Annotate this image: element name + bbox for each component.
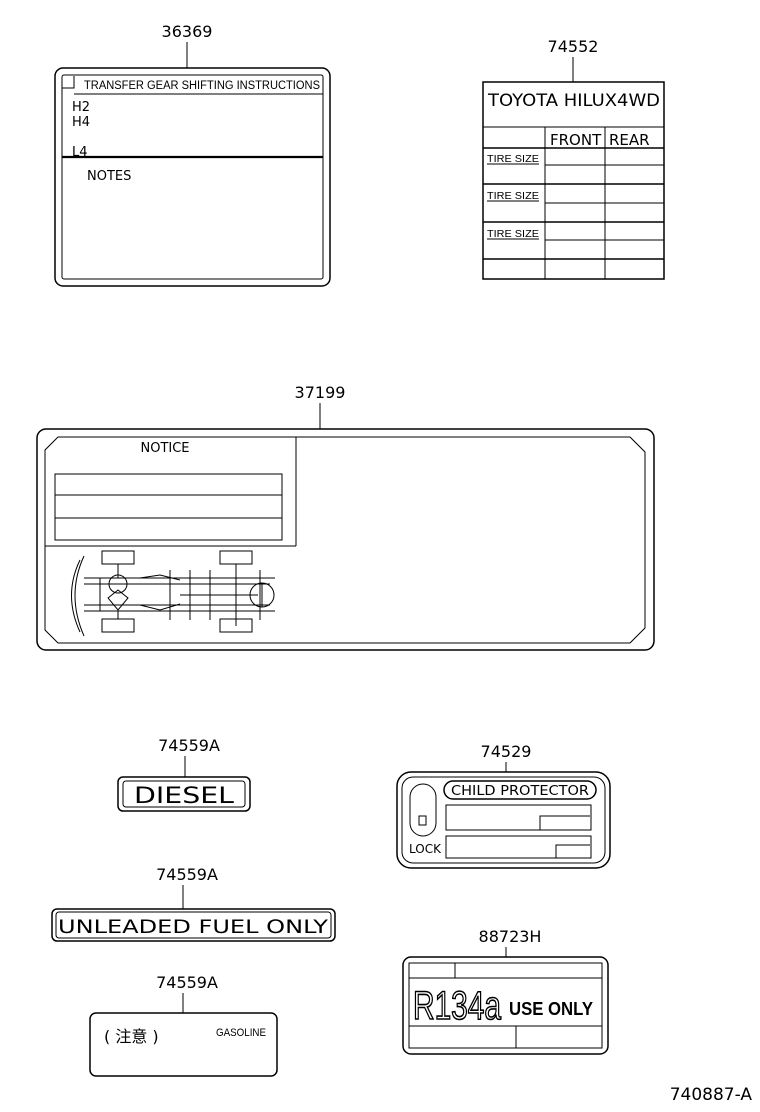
gasoline-text: GASOLINE (216, 1027, 266, 1039)
tire-size-label-2: TIRE SIZE (487, 191, 539, 202)
r134a-label-outer (402, 956, 609, 1055)
unleaded-label: 74559A UNLEADED FUEL ONLY (51, 865, 336, 942)
front-bumper-inner (71, 559, 81, 633)
transfer-part-number: 36369 (162, 22, 213, 41)
gasoline-part-number: 74559A (156, 973, 218, 992)
unleaded-label-inner (55, 911, 332, 939)
tire-size-label-1: TIRE SIZE (487, 154, 539, 165)
gasoline-caution: ( 注意 ) (104, 1027, 159, 1046)
child-lock-knob (418, 815, 427, 826)
diesel-label: 74559A DIESEL (117, 736, 251, 812)
tire-front-header: FRONT (550, 131, 602, 149)
transfer-case-top (139, 574, 181, 581)
notice-label: 37199 NOTICE (36, 383, 655, 651)
notice-text-box (54, 473, 283, 541)
child-text-box-1 (445, 804, 592, 831)
unleaded-label-outer (51, 908, 336, 942)
child-lock-switch (409, 783, 437, 837)
transfer-h2: H2 (72, 100, 90, 115)
front-right-wheel (101, 618, 135, 633)
child-label-inner (401, 776, 606, 864)
tire-size-label-3: TIRE SIZE (487, 229, 539, 240)
front-left-wheel (101, 550, 135, 565)
r134a-big-text: R134a (413, 984, 502, 1028)
front-axle-joint (107, 589, 129, 611)
child-title-pill (443, 780, 597, 800)
unleaded-text: UNLEADED FUEL ONLY (58, 916, 328, 938)
transfer-label: 36369 TRANSFER GEAR SHIFTING INSTRUCTION… (54, 22, 331, 287)
transfer-title: TRANSFER GEAR SHIFTING INSTRUCTIONS (84, 80, 320, 92)
rear-left-wheel (219, 550, 253, 565)
diesel-label-inner (122, 780, 246, 808)
unleaded-part-number: 74559A (156, 865, 218, 884)
child-step-2 (555, 844, 590, 858)
transfer-notes: NOTES (87, 169, 131, 184)
gasoline-label-outer (89, 1012, 278, 1077)
diesel-text: DIESEL (134, 784, 235, 809)
notice-part-number: 37199 (295, 383, 346, 402)
tire-rear-header: REAR (609, 131, 650, 149)
child-lock-label: LOCK (409, 842, 442, 856)
gasoline-label: 74559A ( 注意 ) GASOLINE (89, 973, 278, 1077)
transfer-case-bottom (139, 603, 181, 611)
drawing-number: 740887-A (670, 1085, 753, 1105)
tire-label: 74552 TOYOTA HILUX4WD FRONT REAR TIRE SI… (482, 37, 665, 280)
chassis-illustration (71, 550, 275, 637)
transfer-label-inner (61, 74, 324, 280)
child-title: CHILD PROTECTOR (451, 784, 589, 799)
child-step-1 (539, 815, 590, 830)
transfer-label-outer (54, 67, 331, 287)
child-protector-label: 74529 CHILD PROTECTOR LOCK (396, 742, 611, 869)
front-bumper (74, 555, 85, 637)
notice-title: NOTICE (140, 441, 189, 456)
diesel-label-outer (117, 776, 251, 812)
transfer-h4: H4 (72, 115, 90, 130)
front-differential (108, 574, 128, 594)
r134a-label: 88723H R134a USE ONLY (402, 927, 609, 1055)
tire-title: TOYOTA HILUX4WD (487, 91, 660, 111)
child-text-box-2 (445, 835, 592, 859)
diesel-part-number: 74559A (158, 736, 220, 755)
transfer-corner-mark (62, 76, 75, 89)
r134a-part-number: 88723H (479, 927, 542, 946)
child-part-number: 74529 (481, 742, 532, 761)
tire-part-number: 74552 (548, 37, 599, 56)
r134a-use-only: USE ONLY (509, 999, 593, 1019)
r134a-label-inner (408, 962, 603, 1049)
tire-label-outer (482, 81, 665, 280)
notice-label-outer (36, 428, 655, 651)
notice-label-inner (44, 436, 646, 644)
child-label-outer (396, 771, 611, 869)
